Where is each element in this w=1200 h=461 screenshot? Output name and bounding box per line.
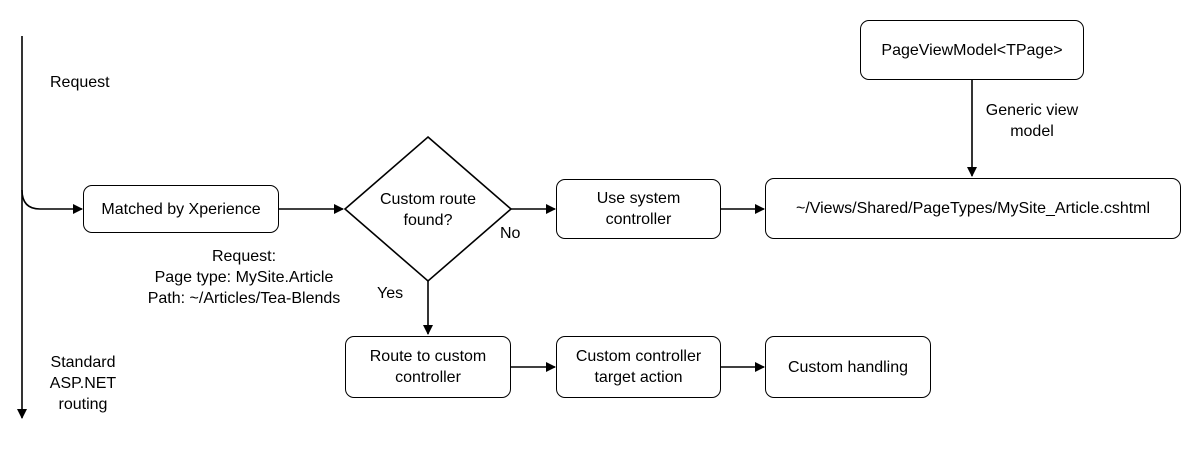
matched-by-xperience-node: Matched by Xperience [83, 185, 279, 233]
no-label: No [500, 225, 521, 242]
standard-routing-label: Standard ASP.NET routing [49, 354, 117, 413]
system-controller-node: Use system controller [556, 179, 721, 239]
yes-label: Yes [377, 285, 404, 302]
decision-text: Custom route found? [379, 191, 477, 229]
view-path-node: ~/Views/Shared/PageTypes/MySite_Article.… [765, 178, 1181, 239]
generic-view-model-label: Generic view model [985, 102, 1079, 140]
request-details-label: Request: Page type: MySite.Article Path:… [147, 248, 341, 307]
custom-handling-node: Custom handling [765, 336, 931, 398]
branch-to-matched-arrow [21, 189, 83, 214]
request-label: Request [50, 74, 110, 91]
page-view-model-node: PageViewModel<TPage> [860, 20, 1084, 80]
custom-controller-action-node: Custom controller target action [556, 336, 721, 398]
route-to-custom-controller-node: Route to custom controller [345, 336, 511, 398]
